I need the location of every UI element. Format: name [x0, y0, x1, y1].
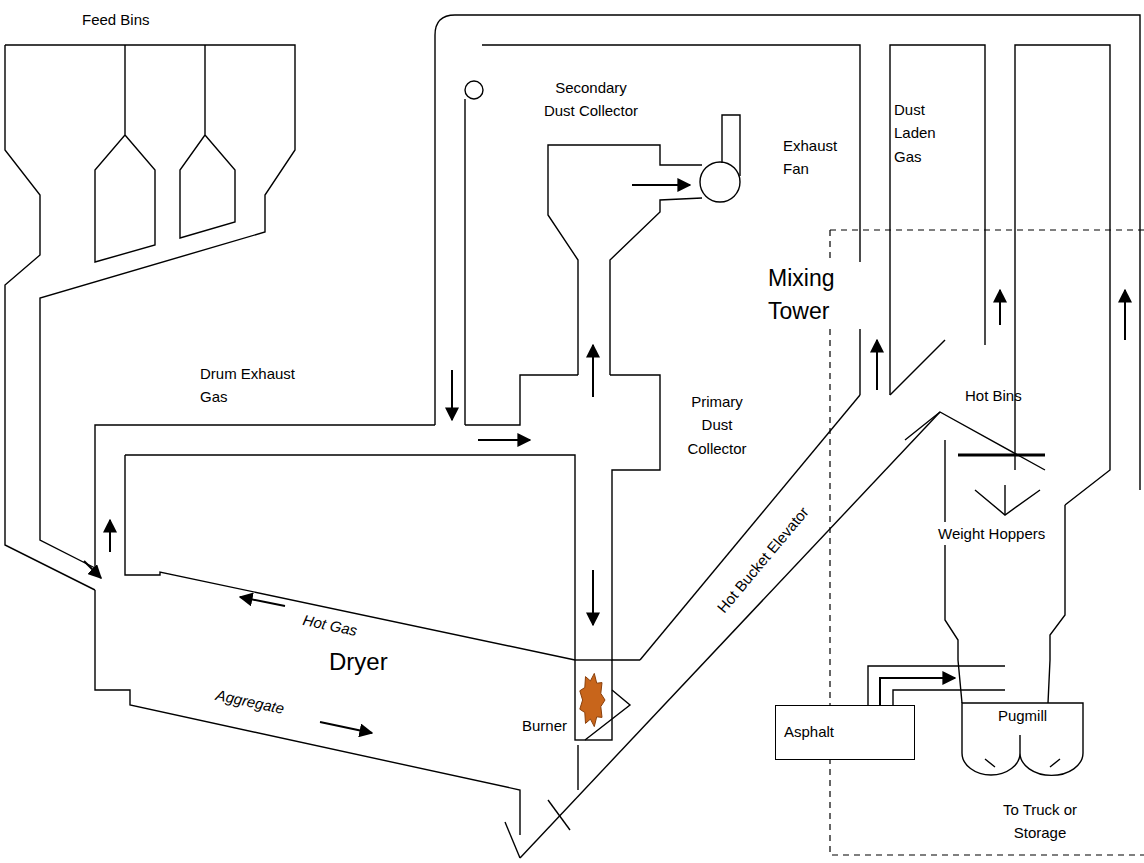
part-label: Hot Bucket Elevator	[714, 503, 813, 616]
part-label: Aggregate	[214, 686, 285, 718]
part-label: Weight Hoppers	[936, 522, 1047, 545]
flow-connector	[880, 678, 955, 705]
flow-arrows	[84, 185, 1125, 733]
primary-dust-collector	[610, 375, 660, 660]
return-duct	[435, 15, 1140, 505]
asphalt-pipe	[868, 666, 1005, 705]
node-text: Dryer	[329, 648, 388, 676]
pugmill-box: Pugmill	[955, 655, 1090, 780]
burner	[575, 660, 612, 740]
exhaust-duct	[95, 375, 578, 660]
part-label: Drum Exhaust Gas	[200, 362, 308, 409]
part-label: Feed Bins	[82, 8, 150, 31]
part-label: Exhaust Fan	[783, 134, 845, 181]
part-label: Burner	[522, 714, 567, 737]
hot-bins	[905, 412, 1065, 703]
drum-node: Dryer	[325, 646, 392, 678]
part-label: Secondary Dust Collector	[540, 76, 642, 123]
part-label: Primary Dust Collector	[680, 390, 754, 460]
part-label: Dust Laden Gas	[894, 98, 950, 168]
dryer-drum	[95, 455, 630, 858]
part-label: Hot Gas	[301, 611, 359, 640]
part-label: Hot Bins	[965, 384, 1022, 407]
node-text: Asphalt	[784, 723, 906, 740]
mixing-tower-boundary	[830, 230, 1144, 855]
node-text: Pugmill	[955, 707, 1090, 724]
hot-bucket-elevator	[520, 395, 940, 858]
tank-box: Asphalt	[775, 705, 915, 760]
feed-bins	[5, 45, 295, 590]
part-label: Mixing Tower	[766, 262, 862, 329]
secondary-dust-collector	[548, 115, 740, 375]
part-label: To Truck or Storage	[984, 798, 1096, 845]
